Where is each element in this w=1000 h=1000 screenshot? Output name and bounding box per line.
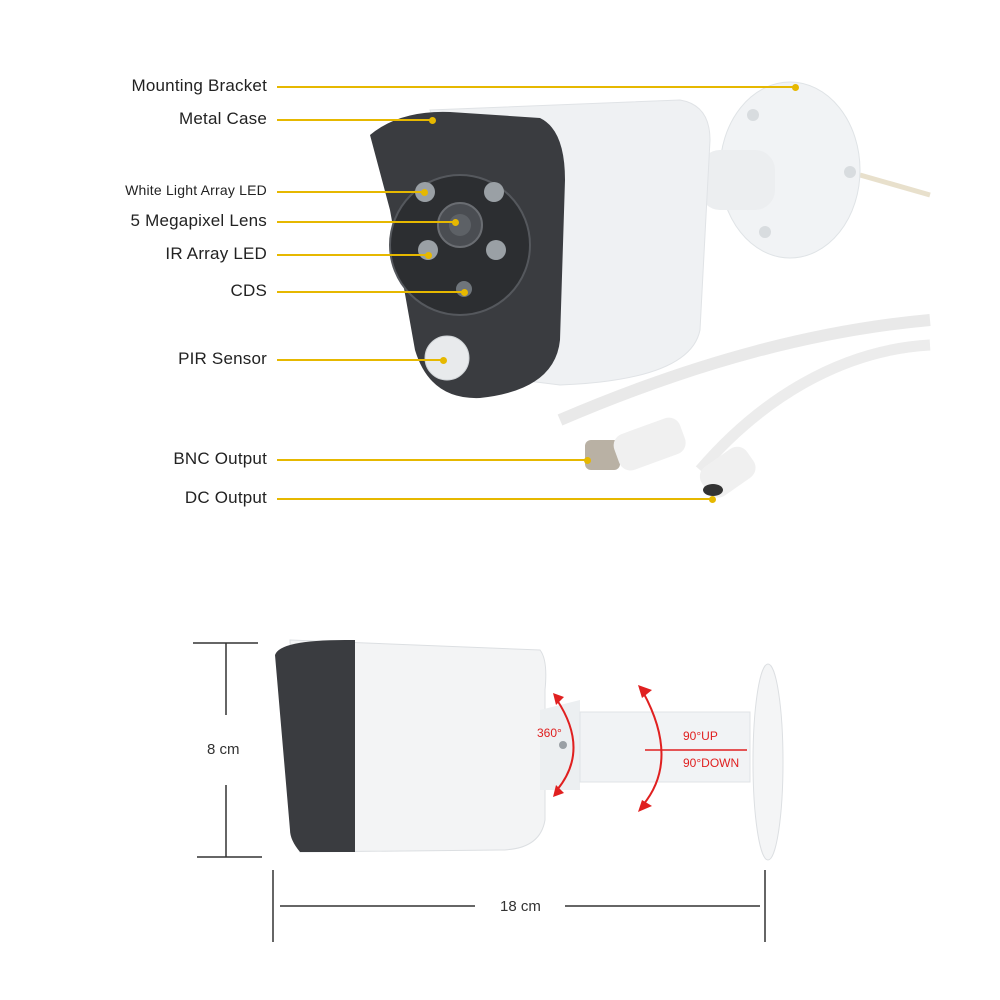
leader-line — [277, 254, 428, 256]
label-megapixel-lens: 5 Megapixel Lens — [130, 211, 267, 230]
label-bnc-output: BNC Output — [173, 449, 267, 468]
label-pir-sensor: PIR Sensor — [178, 349, 267, 368]
leader-dot — [429, 116, 436, 124]
label-cds: CDS — [230, 281, 267, 300]
leader-line — [277, 191, 424, 193]
tilt-down-label: 90°DOWN — [683, 756, 740, 770]
height-dimension: 8 cm — [207, 741, 240, 758]
leader-dot — [709, 495, 716, 503]
label-mounting-bracket: Mounting Bracket — [131, 76, 267, 95]
leader-dot — [452, 218, 459, 226]
pan-rotation-label: 360° — [537, 726, 562, 740]
leader-line — [277, 119, 432, 121]
leader-dot — [584, 456, 591, 464]
leader-line — [277, 221, 455, 223]
tilt-up-label: 90°UP — [683, 729, 718, 743]
leader-dot — [425, 251, 432, 259]
leader-dot — [792, 83, 799, 91]
label-white-light-led: White Light Array LED — [125, 182, 267, 198]
label-dc-output: DC Output — [184, 488, 267, 507]
leader-line — [277, 498, 712, 500]
leader-dot — [461, 288, 468, 296]
length-dimension: 18 cm — [500, 898, 541, 915]
leader-line — [277, 459, 587, 461]
label-metal-case: Metal Case — [179, 109, 267, 128]
leader-dot — [440, 356, 447, 364]
leader-line — [277, 291, 464, 293]
leader-dot — [421, 188, 428, 196]
leader-line — [277, 359, 443, 361]
leader-line — [277, 86, 795, 88]
label-ir-array-led: IR Array LED — [165, 244, 267, 263]
